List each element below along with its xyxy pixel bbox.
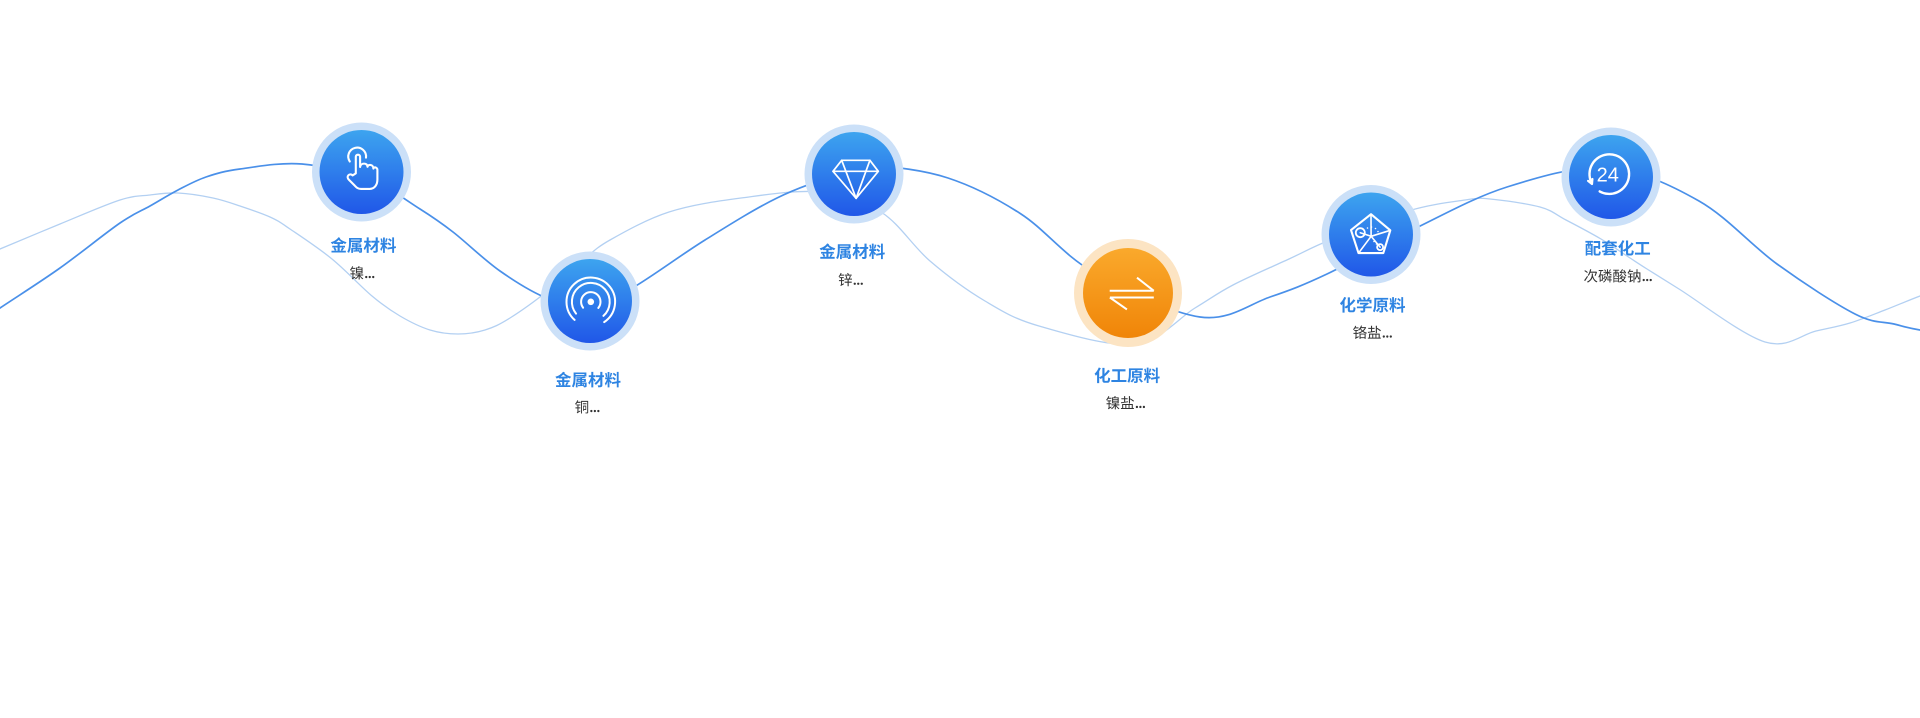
- svg-text:24: 24: [1597, 164, 1619, 186]
